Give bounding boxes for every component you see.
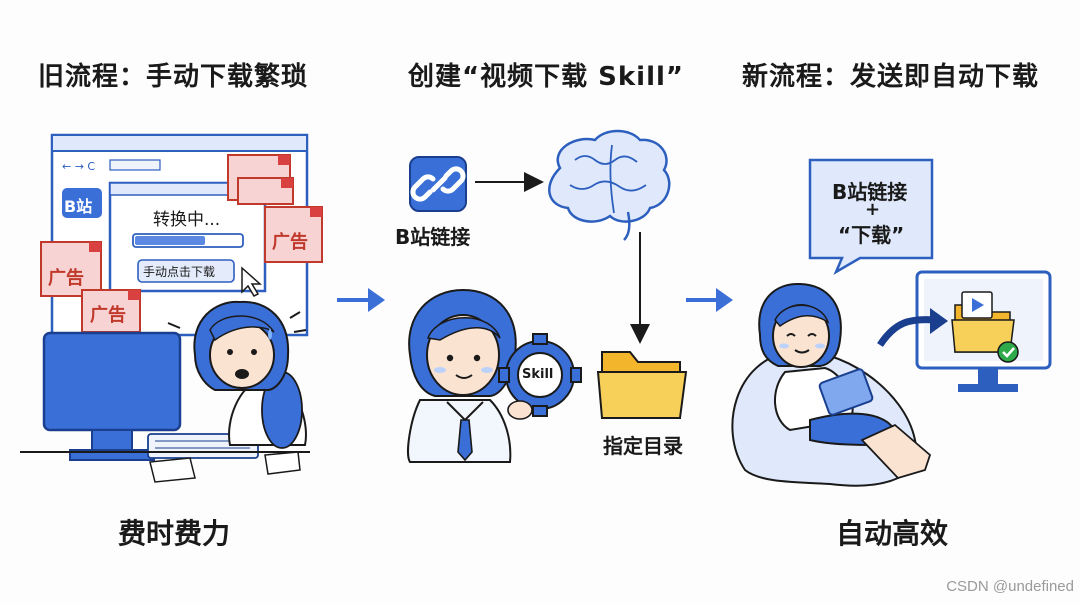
old-workflow-caption: 费时费力 bbox=[118, 517, 231, 550]
ad-popup-5 bbox=[237, 177, 294, 205]
speech-bubble bbox=[808, 158, 934, 275]
ad-label-2: 广告 bbox=[48, 268, 84, 289]
tablet-icon bbox=[818, 368, 874, 416]
folder-label: 指定目录 bbox=[603, 434, 683, 458]
new-workflow-heading: 新流程：发送即自动下载 bbox=[742, 62, 1040, 92]
manual-download-button-label: 手动点击下载 bbox=[143, 265, 216, 279]
nav-arrows-icon: ← → C bbox=[62, 160, 95, 173]
send-arrow-icon bbox=[930, 308, 948, 334]
link-icon bbox=[410, 166, 466, 202]
cursor-icon bbox=[241, 266, 262, 297]
bubble-line-1: B站链接 bbox=[832, 180, 908, 204]
ad-label-1: 广告 bbox=[272, 232, 308, 253]
ad-popup-2 bbox=[264, 206, 323, 263]
watermark: CSDN @undefined bbox=[946, 578, 1074, 595]
create-skill-scene bbox=[407, 129, 688, 463]
converting-text: 转换中... bbox=[153, 210, 221, 230]
ad-label-3: 广告 bbox=[90, 305, 126, 326]
old-workflow-heading: 旧流程：手动下载繁琐 bbox=[38, 62, 309, 92]
site-tag-bg bbox=[62, 188, 102, 218]
old-workflow-scene: ← → C bbox=[20, 133, 323, 483]
folder-icon bbox=[596, 351, 688, 419]
arrow-1-icon bbox=[337, 288, 385, 312]
ad-popup-3 bbox=[40, 241, 102, 297]
bubble-line-3: “下载” bbox=[838, 223, 905, 247]
monitor-folder-icon bbox=[951, 291, 1015, 353]
new-workflow-caption: 自动高效 bbox=[836, 517, 949, 550]
bubble-line-2: + bbox=[865, 199, 881, 220]
create-skill-heading: 创建“视频下载 Skill” bbox=[408, 62, 684, 92]
link-label: B站链接 bbox=[395, 225, 471, 249]
new-workflow-scene bbox=[731, 158, 1052, 487]
gear-icon bbox=[498, 333, 582, 417]
site-tag-label: B站 bbox=[64, 197, 93, 216]
ad-popup-4 bbox=[81, 289, 141, 333]
gear-skill-label: Skill bbox=[522, 367, 554, 382]
brain-icon bbox=[548, 129, 671, 241]
check-icon bbox=[997, 341, 1019, 363]
arrow-2-icon bbox=[686, 288, 733, 312]
